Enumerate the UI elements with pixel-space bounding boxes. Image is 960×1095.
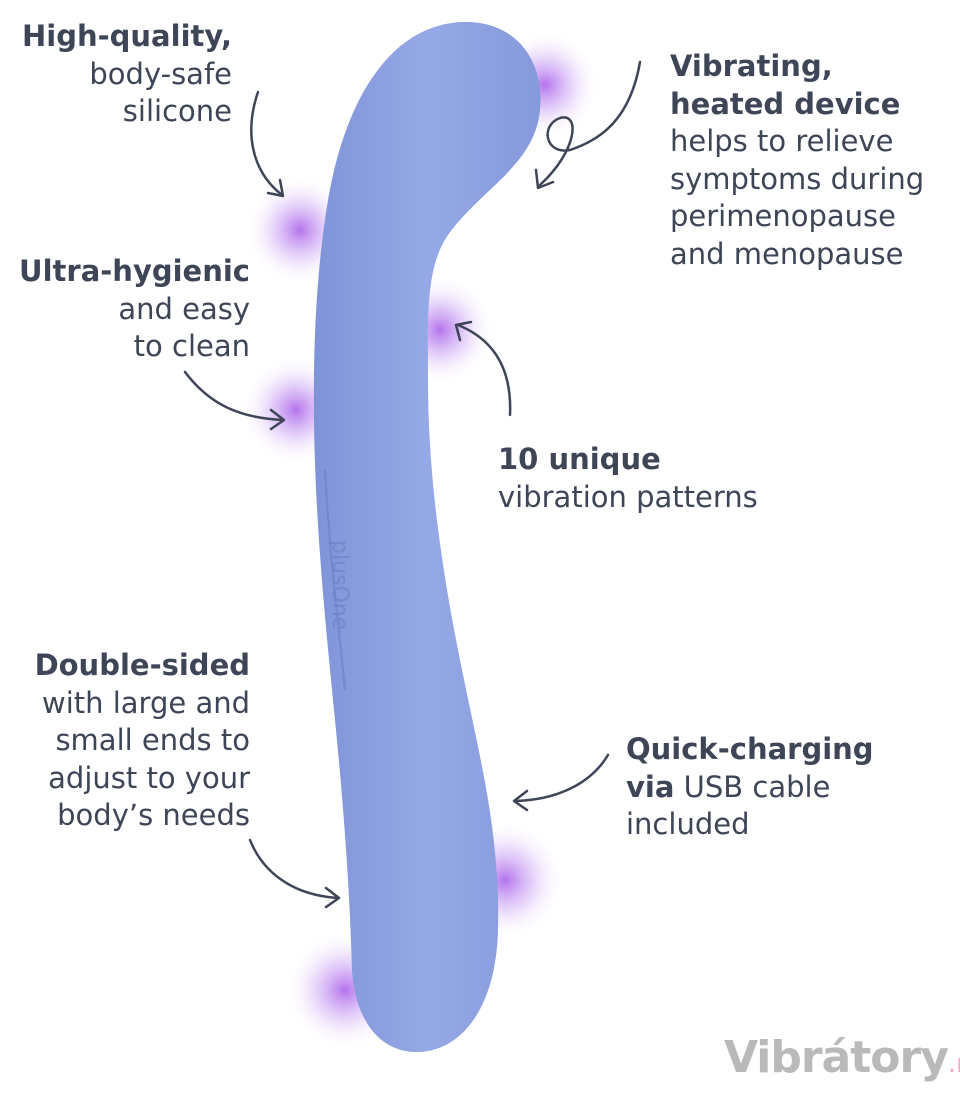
feature-text: symptoms during [670, 161, 925, 196]
feature-title: via [626, 769, 675, 804]
watermark-suffix: .net [947, 1049, 960, 1079]
feature-title: Double-sided [34, 648, 250, 682]
feature-heated: Vibrating, heated device helps to reliev… [670, 48, 924, 273]
feature-text: adjust to your [48, 760, 250, 795]
feature-text: and menopause [670, 236, 904, 271]
feature-title: Vibrating, [670, 49, 833, 83]
feature-title: Ultra-hygienic [19, 254, 250, 288]
feature-text: included [626, 807, 750, 841]
feature-text: perimenopause [670, 199, 896, 233]
feature-title: Quick-charging [626, 732, 874, 766]
feature-title: 10 unique [498, 442, 661, 476]
feature-text: USB cable [683, 769, 831, 804]
feature-text: and easy [118, 291, 250, 326]
feature-text: to clean [133, 329, 250, 363]
watermark-main: Vibrátory [724, 1032, 949, 1083]
feature-silicone: High-quality, body-safe silicone [0, 18, 232, 131]
feature-text: with large and [41, 685, 250, 720]
feature-title: High-quality, [22, 19, 233, 53]
feature-text: silicone [122, 94, 232, 128]
feature-text: vibration patterns [498, 479, 758, 514]
feature-text: helps to relieve [670, 124, 894, 158]
watermark-logo: Vibrátory.net [724, 1032, 960, 1083]
arrows [183, 60, 642, 909]
feature-text: body-safe [89, 56, 232, 91]
feature-title: heated device [670, 86, 901, 121]
device-logo: plusOne [327, 540, 352, 631]
device-body [313, 21, 541, 1053]
feature-text: body’s needs [57, 798, 250, 832]
feature-hygienic: Ultra-hygienic and easy to clean [0, 253, 250, 366]
feature-text: small ends to [55, 723, 250, 757]
feature-double-sided: Double-sided with large and small ends t… [0, 647, 250, 835]
feature-charging: Quick-charging via USB cable included [626, 731, 874, 844]
feature-patterns: 10 unique vibration patterns [498, 441, 758, 516]
